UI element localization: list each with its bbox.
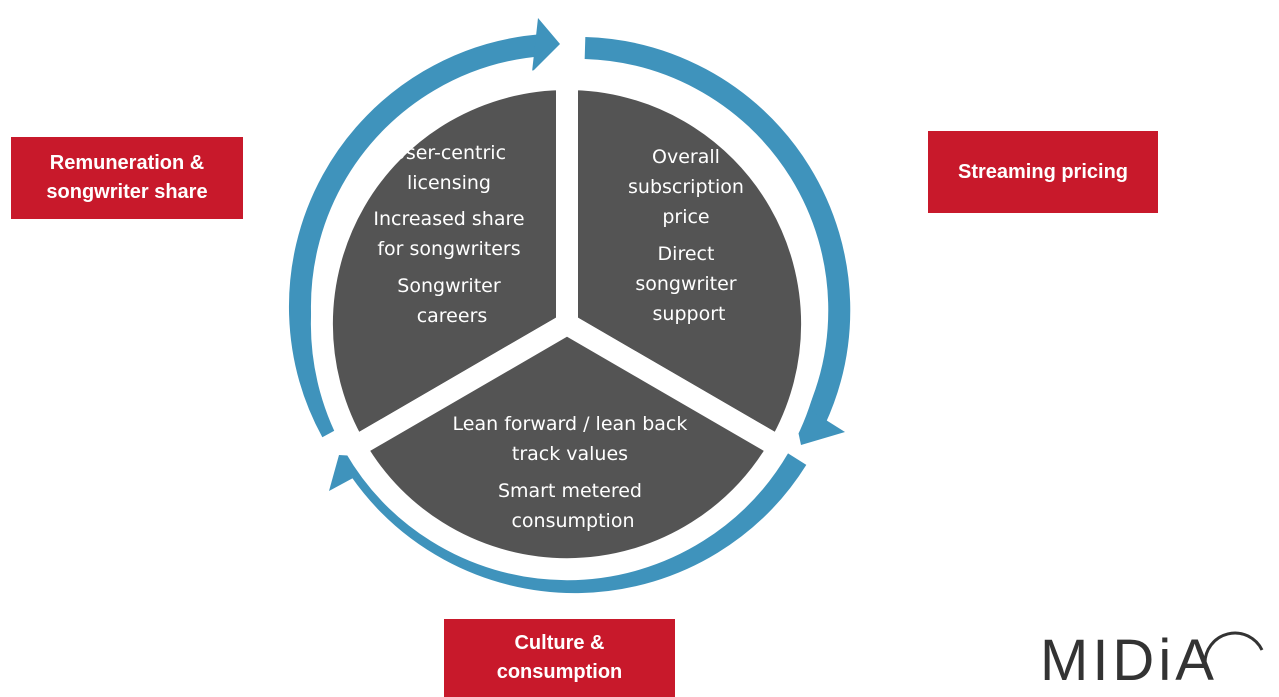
label-streaming-text: Streaming pricing — [957, 160, 1129, 183]
label-culture-text: Culture & consumption — [496, 632, 623, 683]
segment-text-line: track values — [512, 443, 628, 465]
segment-text-line: licensing — [407, 172, 491, 194]
label-streaming-pricing: Streaming pricing — [928, 131, 1158, 213]
arrow-arc-top-left — [288, 34, 546, 438]
label-remuneration-songwriter-share: Remuneration & songwriter share — [11, 137, 243, 219]
segment-text-line: subscription — [628, 176, 744, 198]
arrow-arc-right — [584, 37, 851, 425]
segment-text-line: Smart metered — [498, 480, 642, 502]
segment-text-line: Increased share — [373, 208, 524, 230]
segment-text-line: careers — [417, 305, 488, 327]
segment-bottom-text: Lean forward / lean back track values Sm… — [453, 413, 694, 532]
midia-logo: MIDiA — [1040, 624, 1279, 697]
segment-text-line: songwriter — [635, 273, 736, 295]
segment-text-line: Direct — [658, 243, 715, 265]
segment-top-left-text: User-centric licensing Increased share f… — [373, 142, 530, 327]
label-remuneration-text: Remuneration & songwriter share — [46, 152, 208, 203]
segment-text-line: Lean forward / lean back — [453, 413, 688, 435]
segment-text-line: support — [653, 303, 726, 325]
segment-text-line: Songwriter — [397, 275, 501, 297]
logo-arc-icon — [1203, 631, 1264, 665]
segment-text-line: consumption — [511, 510, 634, 532]
arrowhead-top — [532, 18, 560, 72]
segment-bottom — [344, 313, 790, 581]
segment-text-line: price — [662, 206, 709, 228]
label-culture-consumption: Culture & consumption — [444, 619, 675, 697]
segment-text-line: User-centric — [392, 142, 506, 164]
segment-text-line: for songwriters — [377, 238, 520, 260]
segment-top-right-text: Overall subscription price Direct songwr… — [628, 146, 750, 325]
cycle-segments — [310, 68, 824, 581]
segment-text-line: Overall — [652, 146, 720, 168]
logo-text: MIDiA — [1040, 628, 1218, 693]
